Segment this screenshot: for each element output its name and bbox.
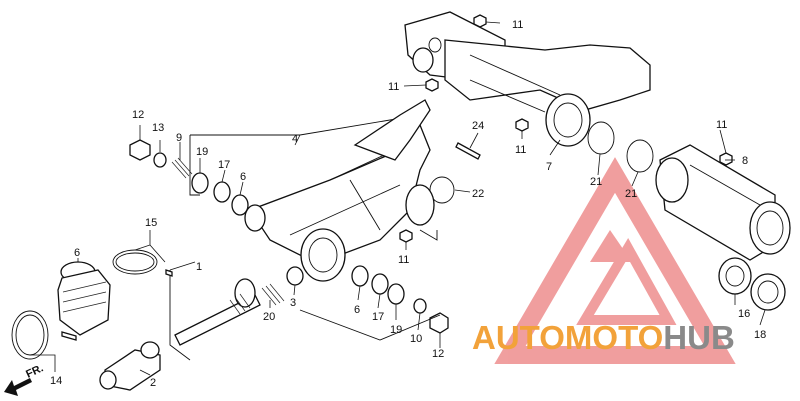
label-part-13: 13 [152, 122, 164, 134]
label-part-2: 2 [150, 377, 156, 389]
label-part-11-lower: 11 [398, 254, 409, 266]
label-part-4: 4 [292, 133, 298, 145]
front-direction-marker: FR. [4, 362, 45, 396]
label-part-17-right: 17 [372, 311, 384, 323]
watermark-wordmark: AUTOMOTOHUB [472, 319, 735, 356]
label-part-19-right: 19 [390, 324, 402, 336]
label-part-19-left: 19 [196, 146, 208, 158]
label-part-11-upper: 11 [388, 81, 399, 93]
label-part-3: 3 [290, 297, 296, 309]
boot-drawing [57, 261, 111, 336]
svg-text:AUTOMOTOHUB: AUTOMOTOHUB [472, 319, 735, 356]
seal-18-drawing [750, 273, 786, 311]
pivot-parts-right-drawing [261, 265, 449, 334]
label-part-6-left: 6 [240, 171, 246, 183]
label-part-20: 20 [263, 311, 275, 323]
label-part-6-right: 6 [354, 304, 360, 316]
label-part-8: 8 [742, 155, 748, 167]
clamp-14-drawing [11, 310, 49, 360]
part-labels: 1 2 3 4 6 6 6 7 8 9 10 11 11 11 11 11 12… [50, 19, 766, 389]
o-ring-21a-drawing [587, 121, 615, 155]
label-part-5: 6 [74, 247, 80, 259]
label-part-21-right: 21 [625, 188, 637, 200]
drive-shaft-drawing [169, 261, 261, 361]
label-part-14: 14 [50, 375, 62, 387]
final-drive-case-drawing [404, 11, 651, 147]
label-part-15: 15 [145, 217, 157, 229]
bolts-drawing [61, 14, 733, 341]
label-part-16: 16 [738, 308, 750, 320]
watermark-auto: AUTO [472, 319, 565, 356]
leader-lines [30, 21, 766, 376]
label-part-7: 7 [546, 161, 552, 173]
label-part-18: 18 [754, 329, 766, 341]
clamp-15-drawing [112, 249, 158, 275]
label-part-9: 9 [176, 132, 182, 144]
pivot-parts-left-drawing [129, 139, 249, 216]
watermark-moto: MOTO [565, 319, 663, 356]
universal-joint-drawing [99, 341, 161, 391]
label-part-21-left: 21 [590, 176, 602, 188]
label-part-17-left: 17 [218, 159, 230, 171]
swingarm-drawing [244, 99, 435, 282]
direction-text: FR. [24, 362, 45, 380]
label-part-1: 1 [196, 261, 202, 273]
label-part-11-right: 11 [716, 119, 727, 131]
label-part-24: 24 [472, 120, 484, 132]
watermark-logo [494, 157, 736, 364]
o-ring-21b-drawing [626, 139, 654, 173]
watermark-hub: HUB [663, 319, 735, 356]
label-part-12-left: 12 [132, 109, 144, 121]
drive-shaft-housing-drawing [655, 144, 791, 261]
label-part-10: 10 [410, 333, 422, 345]
seal-16-drawing [718, 257, 752, 295]
label-part-22: 22 [472, 188, 484, 200]
label-part-11-top: 11 [512, 19, 523, 31]
label-part-11-mid: 11 [515, 144, 526, 156]
label-part-12-right: 12 [432, 348, 444, 360]
